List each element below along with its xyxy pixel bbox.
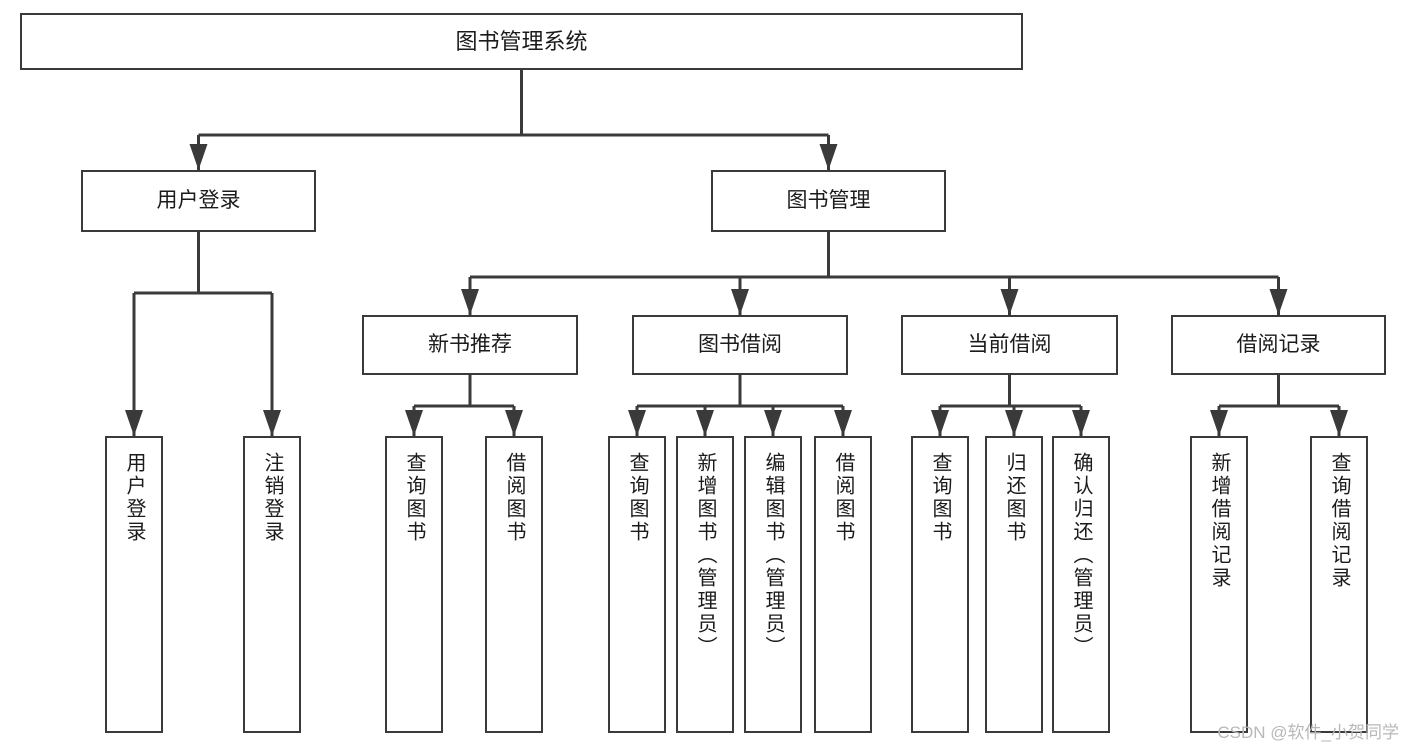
leaf-add-book-label: 新增图书（管理员） [694,452,716,659]
leaf-query-book-1[interactable]: 查询图书 [385,436,443,733]
leaf-logout-label: 注销登录 [261,452,283,544]
leaf-query-record[interactable]: 查询借阅记录 [1310,436,1368,733]
node-borrow-record-label: 借阅记录 [1236,332,1321,356]
leaf-confirm-return-label: 确认归还（管理员） [1070,452,1092,659]
leaf-query-book-2-label: 查询图书 [626,452,648,544]
leaf-return-book-label: 归还图书 [1003,452,1025,544]
leaf-query-book-1-label: 查询图书 [403,452,425,544]
leaf-edit-book[interactable]: 编辑图书（管理员） [744,436,802,733]
leaf-borrow-book-1-label: 借阅图书 [503,452,525,544]
leaf-query-book-2[interactable]: 查询图书 [608,436,666,733]
node-user-login[interactable]: 用户登录 [81,170,316,232]
node-book-manage-label: 图书管理 [786,188,871,212]
node-book-borrow-label: 图书借阅 [698,332,782,356]
node-root[interactable]: 图书管理系统 [20,13,1023,70]
watermark: CSDN @软件_小贺同学 [1217,723,1399,742]
leaf-user-login-label: 用户登录 [123,452,145,544]
leaf-user-login[interactable]: 用户登录 [105,436,163,733]
leaf-borrow-book-2[interactable]: 借阅图书 [814,436,872,733]
leaf-return-book[interactable]: 归还图书 [985,436,1043,733]
leaf-query-book-3-label: 查询图书 [929,452,951,544]
leaf-query-record-label: 查询借阅记录 [1328,452,1350,590]
node-current-borrow[interactable]: 当前借阅 [901,315,1118,375]
leaf-borrow-book-2-label: 借阅图书 [832,452,854,544]
leaf-logout[interactable]: 注销登录 [243,436,301,733]
node-new-book-rec[interactable]: 新书推荐 [362,315,578,375]
leaf-add-book[interactable]: 新增图书（管理员） [676,436,734,733]
leaf-add-record[interactable]: 新增借阅记录 [1190,436,1248,733]
leaf-edit-book-label: 编辑图书（管理员） [762,452,784,659]
leaf-add-record-label: 新增借阅记录 [1208,452,1230,590]
node-current-borrow-label: 当前借阅 [967,332,1052,356]
node-borrow-record[interactable]: 借阅记录 [1171,315,1386,375]
leaf-borrow-book-1[interactable]: 借阅图书 [485,436,543,733]
leaf-confirm-return[interactable]: 确认归还（管理员） [1052,436,1110,733]
leaf-query-book-3[interactable]: 查询图书 [911,436,969,733]
node-book-manage[interactable]: 图书管理 [711,170,946,232]
node-book-borrow[interactable]: 图书借阅 [632,315,848,375]
node-root-label: 图书管理系统 [455,28,588,54]
node-user-login-label: 用户登录 [156,188,241,212]
node-new-book-rec-label: 新书推荐 [428,332,512,356]
